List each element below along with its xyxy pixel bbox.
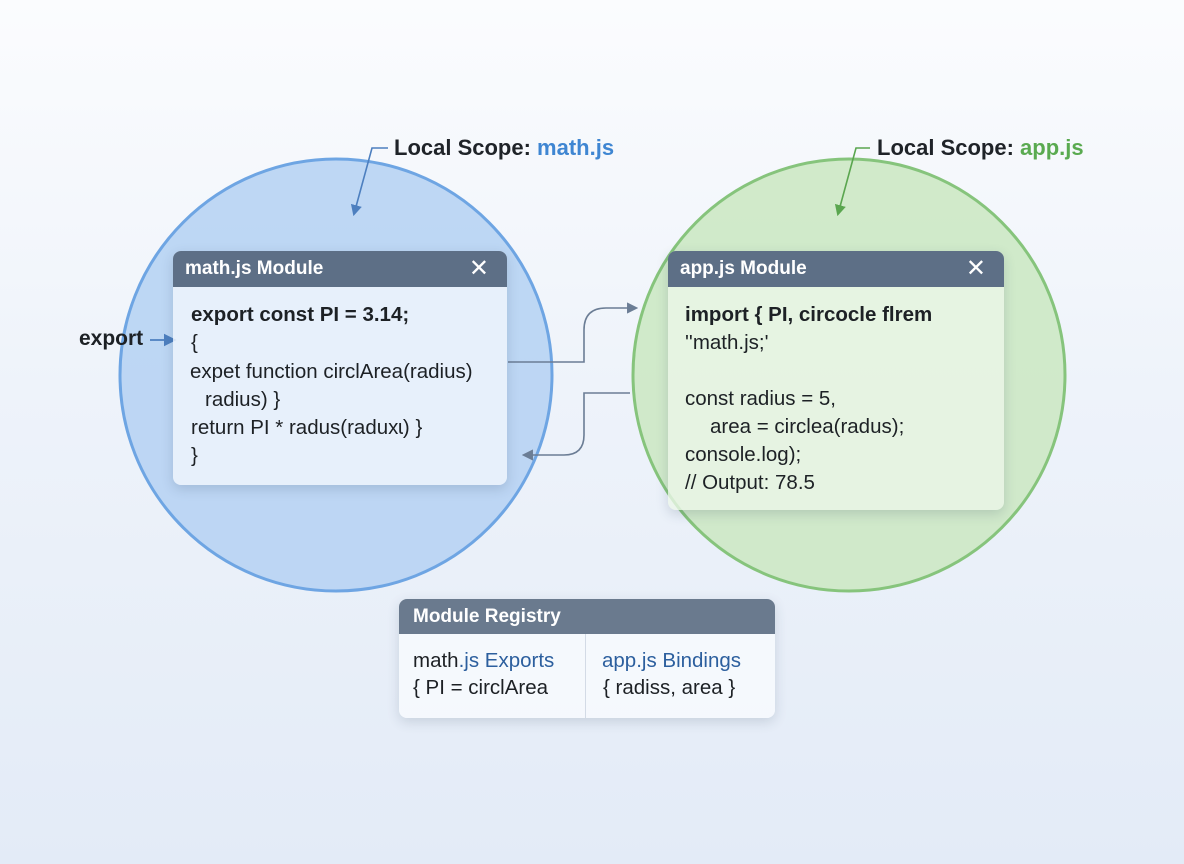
math-module-title: math.js Module <box>185 258 324 279</box>
code-line: } <box>191 444 198 467</box>
app-module-window: app.js Module ✕ import { PI, circocle fl… <box>668 251 1004 510</box>
registry-title: Module Registry <box>399 599 775 634</box>
export-label: export <box>79 327 144 350</box>
code-line: const radius = 5, <box>685 387 836 410</box>
registry-bindings-value: { radiss, area } <box>603 676 736 699</box>
app-module-title: app.js Module <box>680 258 807 279</box>
math-module-header: math.js Module ✕ <box>173 251 507 287</box>
close-icon[interactable]: ✕ <box>965 255 986 282</box>
math-scope-label: Local Scope: math.js <box>394 135 614 161</box>
app-scope-label: Local Scope: app.js <box>877 135 1084 161</box>
registry-exports-title-b: .js Exports <box>458 649 555 672</box>
app-scope-pointer <box>834 147 870 217</box>
code-line: ''math.js;' <box>685 331 769 354</box>
registry-exports-title-a: math <box>413 649 459 672</box>
code-line: area = circlea(radus); <box>710 415 905 438</box>
math-scope-prefix: Local Scope: <box>394 135 538 160</box>
code-line: console.log); <box>685 443 802 466</box>
registry-exports-value: { PI = circlArea <box>413 676 549 699</box>
code-line: export const PI = 3.14; <box>191 303 410 326</box>
code-line: // Output: 78.5 <box>685 471 815 494</box>
export-connector <box>508 302 639 363</box>
code-line: { <box>191 331 198 354</box>
registry-bindings-title-text: app.js Bindings <box>602 649 742 672</box>
code-line: import { PI, circocle flrem <box>685 303 933 326</box>
registry-exports-title: math.js Exports <box>413 649 554 673</box>
code-line: expet function circlArea(radius) <box>190 360 473 383</box>
code-line: radius) } <box>205 388 281 411</box>
close-icon[interactable]: ✕ <box>468 255 489 282</box>
code-line: return PI * radus(raduxɩ) } <box>191 416 423 439</box>
app-scope-prefix: Local Scope: <box>877 135 1021 160</box>
app-module-header: app.js Module ✕ <box>668 251 1004 287</box>
registry-bindings-column: app.js Bindings { radiss, area } <box>586 634 775 718</box>
module-registry: Module Registry math.js Exports { PI = c… <box>399 599 775 718</box>
math-scope-pointer <box>350 147 388 217</box>
app-scope-file: app.js <box>1020 135 1084 160</box>
registry-exports-column: math.js Exports { PI = circlArea <box>399 634 586 718</box>
registry-bindings-title: app.js Bindings <box>602 649 741 673</box>
math-scope-file: math.js <box>537 135 615 160</box>
math-module-window: math.js Module ✕ export const PI = 3.14;… <box>173 251 507 485</box>
binding-connector <box>521 392 630 461</box>
